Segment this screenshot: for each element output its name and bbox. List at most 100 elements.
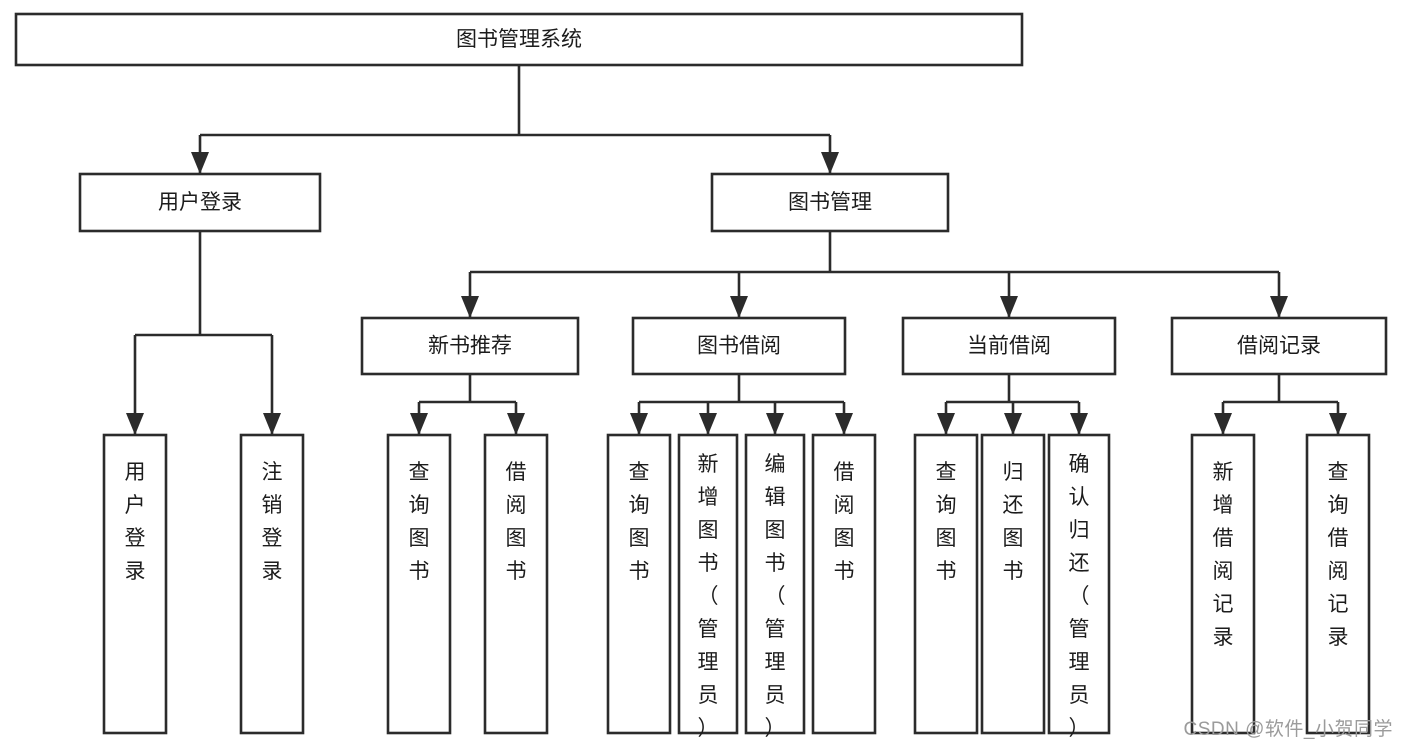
node-label-leaf-borrow-book-recommend: 阅	[506, 494, 527, 517]
node-box-book-borrow[interactable]	[631, 316, 847, 376]
node-label-leaf-edit-book-admin: 书	[765, 552, 786, 575]
current-to-leaves-arrow-icon	[1004, 413, 1022, 435]
node-label-leaf-add-borrow-record: 录	[1213, 626, 1234, 649]
node-label-leaf-query-borrow-record: 阅	[1328, 560, 1349, 583]
node-label-leaf-edit-book-admin: 图	[765, 519, 786, 542]
node-label-leaf-confirm-return-admin: 员	[1069, 684, 1090, 707]
node-label-leaf-query-book-current: 询	[936, 494, 957, 517]
node-leaf-user-login[interactable]: 用户登录	[102, 433, 168, 735]
node-label-leaf-confirm-return-admin: 确	[1069, 453, 1090, 476]
node-label-leaf-query-book-recommend: 查	[409, 461, 430, 484]
node-box-leaf-query-borrow-record[interactable]	[1305, 433, 1371, 735]
node-label-new-book-recommend: 新书推荐	[428, 335, 512, 358]
node-box-new-book-recommend[interactable]	[360, 316, 580, 376]
node-label-book-management: 图书管理	[788, 191, 872, 214]
node-label-leaf-user-login: 登	[125, 527, 146, 550]
node-root[interactable]: 图书管理系统	[14, 12, 1024, 67]
root-to-level2-arrow-icon	[191, 152, 209, 174]
node-label-leaf-query-book-borrow: 询	[629, 494, 650, 517]
node-box-leaf-query-book-recommend[interactable]	[386, 433, 452, 735]
node-label-leaf-borrow-book: 图	[834, 527, 855, 550]
userlogin-to-leaves-arrow-icon	[263, 413, 281, 435]
userlogin-to-leaves-arrow-icon	[126, 413, 144, 435]
node-label-leaf-confirm-return-admin: 管	[1069, 618, 1090, 641]
node-box-user-login[interactable]	[78, 172, 322, 233]
node-label-leaf-query-book-recommend: 书	[409, 560, 430, 583]
node-label-leaf-return-book: 归	[1003, 461, 1024, 484]
root-to-level2-arrow-icon	[821, 152, 839, 174]
node-box-leaf-return-book[interactable]	[980, 433, 1046, 735]
node-box-leaf-add-book-admin[interactable]	[677, 433, 739, 735]
node-label-leaf-edit-book-admin: 理	[765, 651, 786, 674]
node-box-leaf-edit-book-admin[interactable]	[744, 433, 806, 735]
node-box-leaf-add-borrow-record[interactable]	[1190, 433, 1256, 735]
node-box-current-borrow[interactable]	[901, 316, 1117, 376]
node-box-leaf-logout[interactable]	[239, 433, 305, 735]
node-label-current-borrow: 当前借阅	[967, 335, 1051, 358]
node-label-leaf-edit-book-admin: 管	[765, 618, 786, 641]
node-new-book-recommend[interactable]: 新书推荐	[360, 316, 580, 376]
node-box-book-management[interactable]	[710, 172, 950, 233]
node-box-borrow-record[interactable]	[1170, 316, 1388, 376]
node-box-leaf-confirm-return-admin[interactable]	[1047, 433, 1111, 735]
node-label-leaf-confirm-return-admin: ）	[1069, 717, 1090, 740]
node-label-leaf-borrow-book-recommend: 图	[506, 527, 527, 550]
node-label-leaf-add-book-admin: ）	[698, 717, 719, 740]
node-label-leaf-query-book-current: 图	[936, 527, 957, 550]
node-book-management[interactable]: 图书管理	[710, 172, 950, 233]
node-borrow-record[interactable]: 借阅记录	[1170, 316, 1388, 376]
node-label-leaf-logout: 注	[262, 461, 283, 484]
bookmgmt-to-level3-arrow-icon	[461, 296, 479, 318]
node-layer: 图书管理系统用户登录图书管理新书推荐图书借阅当前借阅借阅记录用户登录注销登录查询…	[14, 12, 1388, 740]
borrow-to-leaves-arrow-icon	[630, 413, 648, 435]
node-label-leaf-query-book-recommend: 询	[409, 494, 430, 517]
node-label-leaf-user-login: 录	[125, 560, 146, 583]
node-label-leaf-query-book-current: 书	[936, 560, 957, 583]
node-book-borrow[interactable]: 图书借阅	[631, 316, 847, 376]
node-label-leaf-add-borrow-record: 增	[1213, 494, 1234, 517]
node-label-user-login: 用户登录	[158, 191, 242, 214]
node-label-leaf-query-book-borrow: 查	[629, 461, 650, 484]
node-label-leaf-add-book-admin: 管	[698, 618, 719, 641]
node-label-leaf-user-login: 户	[125, 494, 146, 517]
node-label-book-borrow: 图书借阅	[697, 335, 781, 358]
node-label-leaf-query-borrow-record: 查	[1328, 461, 1349, 484]
node-label-leaf-borrow-book-recommend: 书	[506, 560, 527, 583]
node-label-leaf-user-login: 用	[125, 461, 146, 484]
node-user-login[interactable]: 用户登录	[78, 172, 322, 233]
node-label-leaf-edit-book-admin: （	[765, 585, 786, 608]
node-label-leaf-query-borrow-record: 借	[1328, 527, 1349, 550]
node-label-leaf-logout: 登	[262, 527, 283, 550]
node-box-root[interactable]	[14, 12, 1024, 67]
node-box-leaf-query-book-current[interactable]	[913, 433, 979, 735]
node-label-leaf-borrow-book: 阅	[834, 494, 855, 517]
node-current-borrow[interactable]: 当前借阅	[901, 316, 1117, 376]
node-box-leaf-user-login[interactable]	[102, 433, 168, 735]
node-label-leaf-query-book-borrow: 书	[629, 560, 650, 583]
node-label-leaf-edit-book-admin: 辑	[765, 486, 786, 509]
node-label-leaf-confirm-return-admin: 理	[1069, 651, 1090, 674]
node-box-leaf-borrow-book[interactable]	[811, 433, 877, 735]
node-label-leaf-add-borrow-record: 阅	[1213, 560, 1234, 583]
node-label-leaf-query-borrow-record: 录	[1328, 626, 1349, 649]
node-label-leaf-confirm-return-admin: 认	[1069, 486, 1090, 509]
node-label-leaf-confirm-return-admin: （	[1069, 585, 1090, 608]
node-label-leaf-add-borrow-record: 记	[1213, 593, 1234, 616]
node-label-leaf-query-book-current: 查	[936, 461, 957, 484]
node-box-leaf-borrow-book-recommend[interactable]	[483, 433, 549, 735]
node-box-leaf-query-book-borrow[interactable]	[606, 433, 672, 735]
